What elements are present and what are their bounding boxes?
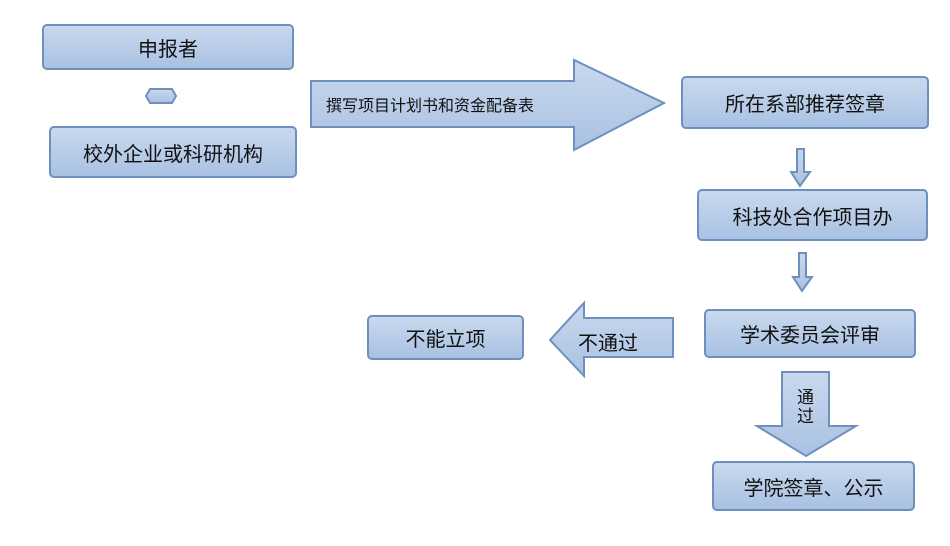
reject-box: 不能立项 [367, 315, 524, 360]
department-label: 所在系部推荐签章 [725, 92, 885, 116]
committee-label: 学术委员会评审 [740, 323, 880, 347]
reject-label: 不能立项 [405, 327, 486, 351]
partner-box: 校外企业或科研机构 [49, 126, 297, 178]
office-label: 科技处合作项目办 [732, 204, 893, 229]
publish-label: 学院签章、公示 [743, 475, 884, 500]
write-plan-arrow [310, 58, 667, 152]
connector-shape [144, 88, 178, 104]
write-plan-label: 撰写项目计划书和资金配备表 [326, 96, 535, 115]
partner-label: 校外企业或科研机构 [83, 141, 263, 166]
applicant-box: 申报者 [42, 24, 294, 70]
committee-box: 学术委员会评审 [704, 309, 916, 358]
applicant-label: 申报者 [138, 36, 198, 61]
down-arrow-2 [791, 252, 814, 293]
pass-label-line1: 通 [797, 388, 814, 408]
department-box: 所在系部推荐签章 [681, 76, 929, 129]
not-pass-label: 不通过 [578, 331, 638, 355]
publish-box: 学院签章、公示 [712, 461, 915, 511]
pass-label-line2: 过 [797, 407, 814, 427]
down-arrow-1 [789, 148, 812, 188]
not-pass-arrow [548, 300, 674, 379]
office-box: 科技处合作项目办 [697, 189, 928, 241]
pass-arrow [753, 371, 860, 458]
